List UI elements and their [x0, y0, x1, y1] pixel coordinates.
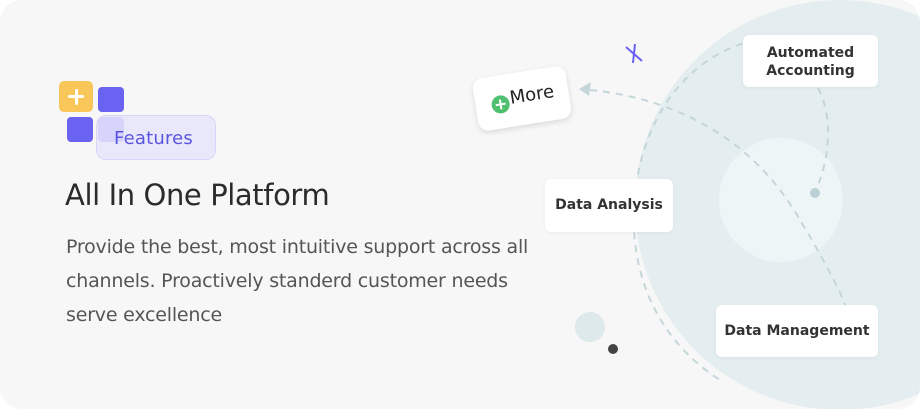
- decoration-dot: [608, 344, 618, 354]
- decoration-circle: [575, 312, 605, 342]
- node-dot: [810, 188, 820, 198]
- features-badge-label: Features: [114, 128, 193, 149]
- more-chip-label: More: [508, 81, 556, 109]
- plus-icon: [59, 81, 93, 112]
- inner-circle: [719, 138, 843, 262]
- tag-label: Automated Accounting: [766, 45, 855, 79]
- square-decoration: [67, 117, 93, 142]
- description-text: Provide the best, most intuitive support…: [66, 236, 529, 326]
- add-circle-icon: [490, 94, 511, 115]
- tag-data-analysis: Data Analysis: [545, 179, 673, 232]
- features-badge: Features: [96, 115, 216, 160]
- tag-label: Data Management: [724, 323, 870, 339]
- dashed-connector: [814, 87, 829, 193]
- page-title: All In One Platform: [65, 178, 330, 212]
- sparkle-cross-icon: [625, 43, 643, 64]
- tag-automated-accounting: Automated Accounting: [743, 35, 878, 87]
- arrow-head-icon: [579, 82, 591, 96]
- square-decoration: [98, 87, 124, 112]
- tag-data-management: Data Management: [716, 305, 878, 357]
- tag-label: Data Analysis: [555, 197, 663, 213]
